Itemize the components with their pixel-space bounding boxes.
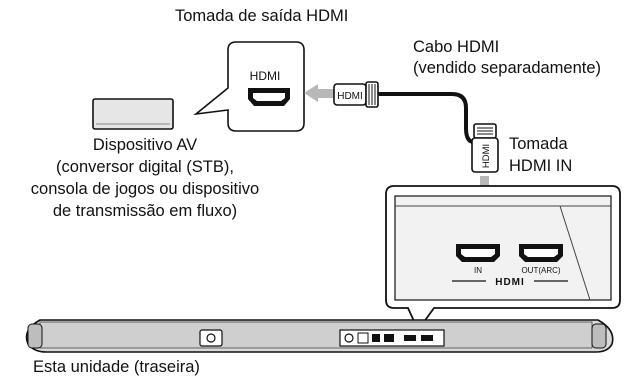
input-jack-line2: HDMI IN	[509, 157, 573, 175]
hdmi-logo: HDMI	[495, 277, 525, 288]
hdmi-cable	[378, 92, 478, 144]
cable-title-line2: (vendido separadamente)	[413, 59, 602, 77]
cable-title-line1: Cabo HDMI	[413, 38, 500, 56]
hdmi-in-port-icon	[456, 244, 500, 262]
hdmi-out-arc-port-icon	[519, 244, 563, 262]
av-device-icon	[92, 98, 174, 130]
port-in-label: IN	[474, 266, 482, 275]
hdmi-output-port-icon	[248, 88, 290, 106]
unit-caption: Esta unidade (traseira)	[33, 358, 200, 376]
output-jack-title: Tomada de saída HDMI	[175, 7, 349, 25]
connect-arrow-left-icon	[304, 84, 334, 102]
cable-connector-left-label: HDMI	[337, 91, 363, 102]
rear-panel-callout	[385, 185, 621, 332]
av-device-line4: de transmissão em fluxo)	[52, 202, 238, 220]
output-jack-callout	[193, 41, 305, 132]
soundbar-rear	[25, 319, 614, 353]
cable-connector-bottom-label: HDMI	[481, 144, 492, 168]
port-out-label: OUT(ARC)	[521, 266, 560, 275]
rear-connectors-icon	[339, 329, 445, 347]
output-port-label: HDMI	[250, 69, 281, 83]
power-inlet-icon	[199, 329, 223, 347]
cable-connector-bottom	[471, 123, 499, 173]
input-jack-line1: Tomada	[509, 135, 568, 153]
av-device-line2: (conversor digital (STB),	[56, 158, 234, 176]
av-device-line1: Dispositivo AV	[92, 136, 198, 154]
av-device-line3: consola de jogos ou dispositivo	[30, 180, 260, 198]
cable-connector-left	[333, 81, 379, 108]
